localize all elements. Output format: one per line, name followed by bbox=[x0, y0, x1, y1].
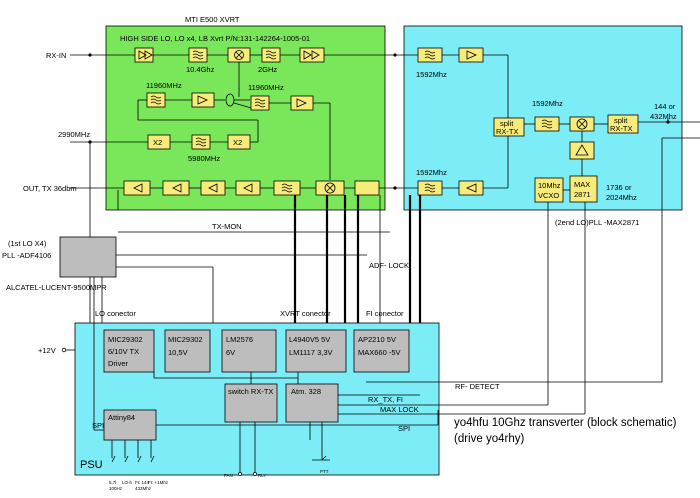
label-spi-left: SPI bbox=[92, 421, 104, 430]
attiny-switch-label: FI: +1Mhz bbox=[148, 480, 169, 485]
mic1-l1: MIC29302 bbox=[108, 335, 143, 344]
lo-amp-11960 bbox=[191, 92, 215, 108]
label-2ghz: 2GHz bbox=[258, 65, 277, 74]
label-5980: 5980MHz bbox=[188, 154, 220, 163]
vcxo-l1: 10Mhz bbox=[538, 181, 561, 190]
x2-mult-2-label: X2 bbox=[233, 138, 242, 147]
label-1592-a: 1592Mhz bbox=[416, 70, 447, 79]
label-psu: PSU bbox=[80, 459, 103, 471]
l49-l1: L4940V5 5V bbox=[289, 335, 330, 344]
attiny-label: Attiny84 bbox=[108, 413, 135, 422]
lo-amp-11960-b bbox=[290, 95, 314, 111]
split-rx-tx-2 bbox=[607, 114, 639, 134]
switch-rx-tx-block bbox=[224, 383, 278, 423]
attiny84-block bbox=[103, 409, 157, 441]
split-2-l2: RX-TX bbox=[610, 124, 633, 133]
label-spi-right: SPI bbox=[398, 424, 410, 433]
label-1st-lo-l1: (1st LO X4) bbox=[8, 239, 47, 248]
mic2-l1: MIC29302 bbox=[168, 335, 203, 344]
label-rf-detect: RF- DETECT bbox=[455, 382, 500, 391]
max-l2: 2871 bbox=[574, 190, 591, 199]
label-1736-l2: 2024Mhz bbox=[606, 193, 637, 202]
rx-lna-1 bbox=[134, 47, 154, 63]
label-2nd-lo: (2end LO)PLL -MAX2871 bbox=[555, 218, 639, 227]
label-tx-mon: TX-MON bbox=[212, 222, 242, 231]
tx-amp-2 bbox=[162, 180, 190, 196]
mic1-l2: 6/10V TX bbox=[108, 347, 139, 356]
split-rx-tx-1 bbox=[493, 117, 525, 137]
vcxo-block bbox=[534, 177, 564, 203]
label-out-tx: OUT, TX 36dbm bbox=[23, 184, 77, 193]
switch-label: switch RX-TX bbox=[228, 387, 273, 396]
ap2210-block bbox=[353, 329, 410, 373]
lm-l1: LM2576 bbox=[226, 335, 253, 344]
label-fi-con: FI conector bbox=[366, 309, 404, 318]
attiny-switch-label: FI: 144 bbox=[135, 480, 150, 485]
rx-in-label: RX-IN bbox=[46, 51, 66, 60]
mic29302-driver bbox=[103, 329, 155, 373]
tx-amp-3 bbox=[200, 180, 226, 196]
attiny-switch-label: 5,7l bbox=[109, 480, 116, 485]
label-1592-c: 1592Mhz bbox=[416, 168, 447, 177]
diagram-title-line1: yo4hfu 10Ghz transverter (block schemati… bbox=[454, 417, 677, 429]
mic29302-10v bbox=[164, 329, 211, 373]
l49-l2: LM1117 3,3V bbox=[289, 348, 333, 357]
label-fan: FAN bbox=[224, 473, 233, 478]
label-ptt: PTT bbox=[320, 469, 329, 474]
l4940-block bbox=[285, 329, 347, 373]
label-12v: +12V bbox=[38, 346, 56, 355]
pll-adf4106-block bbox=[59, 236, 117, 278]
attiny-switch-sublabel: 100Hz bbox=[109, 486, 123, 491]
label-144-l1: 144 or bbox=[654, 102, 676, 111]
label-lo-con: LO conector bbox=[95, 309, 136, 318]
xvrt-subtitle: HIGH SIDE LO, LO x4, LB Xvrt P/N:131-142… bbox=[120, 34, 310, 43]
split-1-l2: RX-TX bbox=[496, 127, 519, 136]
attiny-switch-contact bbox=[150, 455, 155, 463]
attiny-switch-sublabel: 432Mhz bbox=[135, 486, 152, 491]
label-rly: RLY bbox=[258, 473, 266, 478]
split-2-l1: split bbox=[614, 116, 628, 125]
label-1736-l1: 1736 or bbox=[606, 183, 632, 192]
attiny-switch-label: LO-h bbox=[122, 480, 133, 485]
tx-blank-block bbox=[354, 180, 380, 196]
attiny-switch-contact bbox=[111, 455, 116, 463]
ap-l2: MAX660 -5V bbox=[358, 348, 401, 357]
atm328-block bbox=[285, 383, 339, 423]
ap-l1: AP2210 5V bbox=[358, 335, 396, 344]
max2871-block bbox=[569, 175, 598, 203]
label-2990: 2990MHz bbox=[58, 130, 90, 139]
label-1st-lo-l2: PLL -ADF4106 bbox=[2, 251, 51, 260]
label-10-4ghz: 10.4Ghz bbox=[186, 65, 215, 74]
split-1-l1: split bbox=[500, 119, 514, 128]
label-max-lock: MAX LOCK bbox=[380, 405, 419, 414]
mic2-l2: 10,5V bbox=[168, 348, 188, 357]
diagram-title-line2: (drive yo4rhy) bbox=[454, 433, 524, 445]
label-xvrt-con: XVRT conector bbox=[280, 309, 331, 318]
label-1592-b: 1592Mhz bbox=[532, 99, 563, 108]
label-144-l2: 432Mhz bbox=[650, 112, 677, 121]
if-amp-rx bbox=[458, 47, 484, 63]
label-adf-lock: ADF- LOCK bbox=[369, 261, 409, 270]
vcxo-l2: VCXO bbox=[538, 191, 559, 200]
label-11960-b: 11960MHz bbox=[248, 83, 284, 92]
tx-amp-1 bbox=[123, 180, 151, 196]
attiny-switch-contact bbox=[137, 455, 142, 463]
mic1-l3: Driver bbox=[108, 359, 129, 368]
attiny-switch-contact bbox=[124, 455, 129, 463]
lm-l2: 6V bbox=[226, 348, 235, 357]
xvrt-title: MTI E500 XVRT bbox=[185, 15, 240, 24]
if-amp-tx bbox=[458, 180, 484, 196]
lm2576-block bbox=[221, 329, 277, 373]
label-11960-a: 11960MHz bbox=[146, 81, 182, 90]
atm-label: Atm. 328 bbox=[291, 387, 321, 396]
tx-amp-4 bbox=[235, 180, 261, 196]
label-alcatel: ALCATEL-LUCENT-9500MPR bbox=[6, 283, 107, 292]
max-l1: MAX bbox=[574, 180, 590, 189]
x2-mult-1-label: X2 bbox=[153, 138, 162, 147]
label-rx-tx-fi: RX_TX, FI bbox=[368, 395, 403, 404]
